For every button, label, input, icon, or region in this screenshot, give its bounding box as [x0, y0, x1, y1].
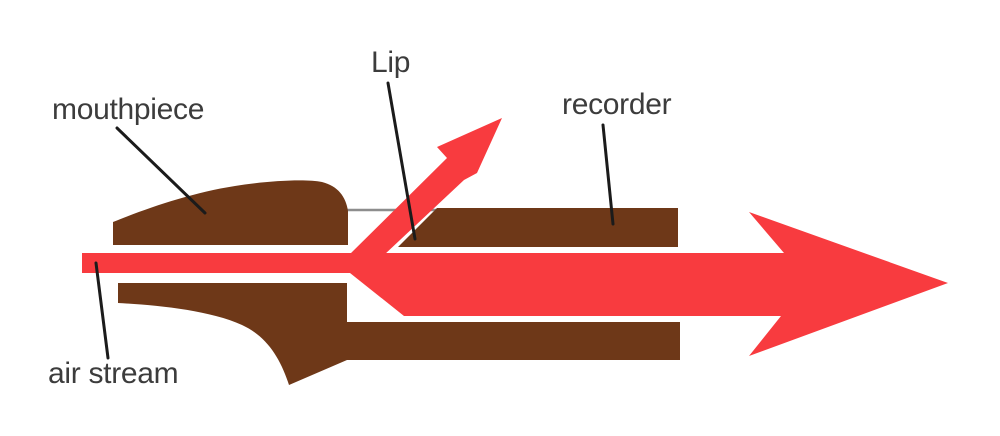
mouthpiece-label: mouthpiece — [52, 93, 205, 126]
lip-pointer-line — [386, 81, 417, 241]
mouthpiece-pointer-line — [115, 126, 207, 215]
air-stream-label: air stream — [48, 357, 179, 390]
air-stream-split-arrow — [349, 118, 502, 255]
air-stream-main-arrow — [82, 212, 948, 356]
mouthpiece-top-shape — [113, 180, 348, 245]
recorder-top-wall — [398, 208, 678, 247]
recorder-pointer-line — [601, 123, 615, 226]
lip-label: Lip — [371, 46, 411, 79]
recorder-bottom-wall — [346, 322, 680, 360]
mouthpiece-bottom-shape — [118, 283, 347, 385]
recorder-label: recorder — [562, 88, 672, 121]
air-stream-pointer-line — [94, 261, 110, 360]
